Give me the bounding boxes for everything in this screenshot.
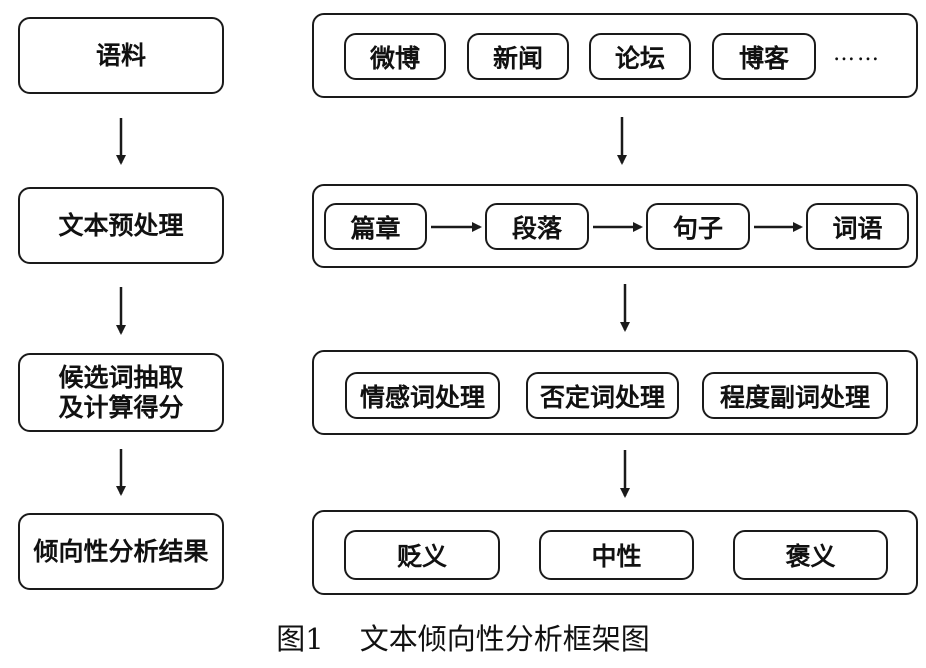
stage-result-label: 倾向性分析结果 (33, 536, 209, 566)
result-neutral-label: 中性 (591, 542, 642, 571)
level-sentence-label: 句子 (672, 213, 723, 243)
corpus-item-news-label: 新闻 (492, 43, 543, 73)
stage-extraction: 候选词抽取 及计算得分 (18, 353, 224, 432)
figure-number: 图1 (276, 622, 324, 656)
step-negation-words-label: 否定词处理 (539, 382, 665, 412)
corpus-item-blog-label: 博客 (738, 43, 789, 73)
figure-caption: 图1 文本倾向性分析框架图 (0, 616, 926, 658)
corpus-item-blog: 博客 (712, 33, 816, 80)
result-negative-label: 贬义 (396, 542, 447, 571)
level-document: 篇章 (324, 203, 427, 250)
stage-corpus: 语料 (18, 17, 224, 94)
step-degree-adverbs-label: 程度副词处理 (719, 382, 870, 412)
result-negative: 贬义 (344, 530, 500, 580)
figure-title: 文本倾向性分析框架图 (359, 622, 650, 656)
stage-preprocessing-label: 文本预处理 (58, 210, 184, 240)
step-sentiment-words-label: 情感词处理 (359, 382, 485, 412)
step-sentiment-words: 情感词处理 (345, 372, 500, 419)
stage-result: 倾向性分析结果 (18, 513, 224, 590)
stage-extraction-label-line2: 及计算得分 (58, 392, 184, 422)
corpus-item-weibo-label: 微博 (369, 43, 420, 73)
corpus-item-news: 新闻 (467, 33, 569, 80)
level-document-label: 篇章 (350, 213, 401, 243)
corpus-item-forum: 论坛 (589, 33, 691, 80)
corpus-more-ellipsis: …… (833, 41, 881, 66)
stage-extraction-label-line1: 候选词抽取 (58, 362, 184, 392)
result-positive: 褒义 (733, 530, 888, 580)
level-paragraph: 段落 (485, 203, 589, 250)
step-degree-adverbs: 程度副词处理 (702, 372, 888, 419)
stage-corpus-label: 语料 (95, 40, 146, 70)
level-word: 词语 (806, 203, 909, 250)
corpus-item-forum-label: 论坛 (614, 43, 665, 73)
level-word-label: 词语 (832, 213, 883, 243)
step-negation-words: 否定词处理 (526, 372, 679, 419)
corpus-item-weibo: 微博 (344, 33, 446, 80)
level-paragraph-label: 段落 (511, 213, 562, 243)
result-positive-label: 褒义 (785, 542, 836, 571)
level-sentence: 句子 (646, 203, 750, 250)
stage-preprocessing: 文本预处理 (18, 187, 224, 264)
result-neutral: 中性 (539, 530, 694, 580)
